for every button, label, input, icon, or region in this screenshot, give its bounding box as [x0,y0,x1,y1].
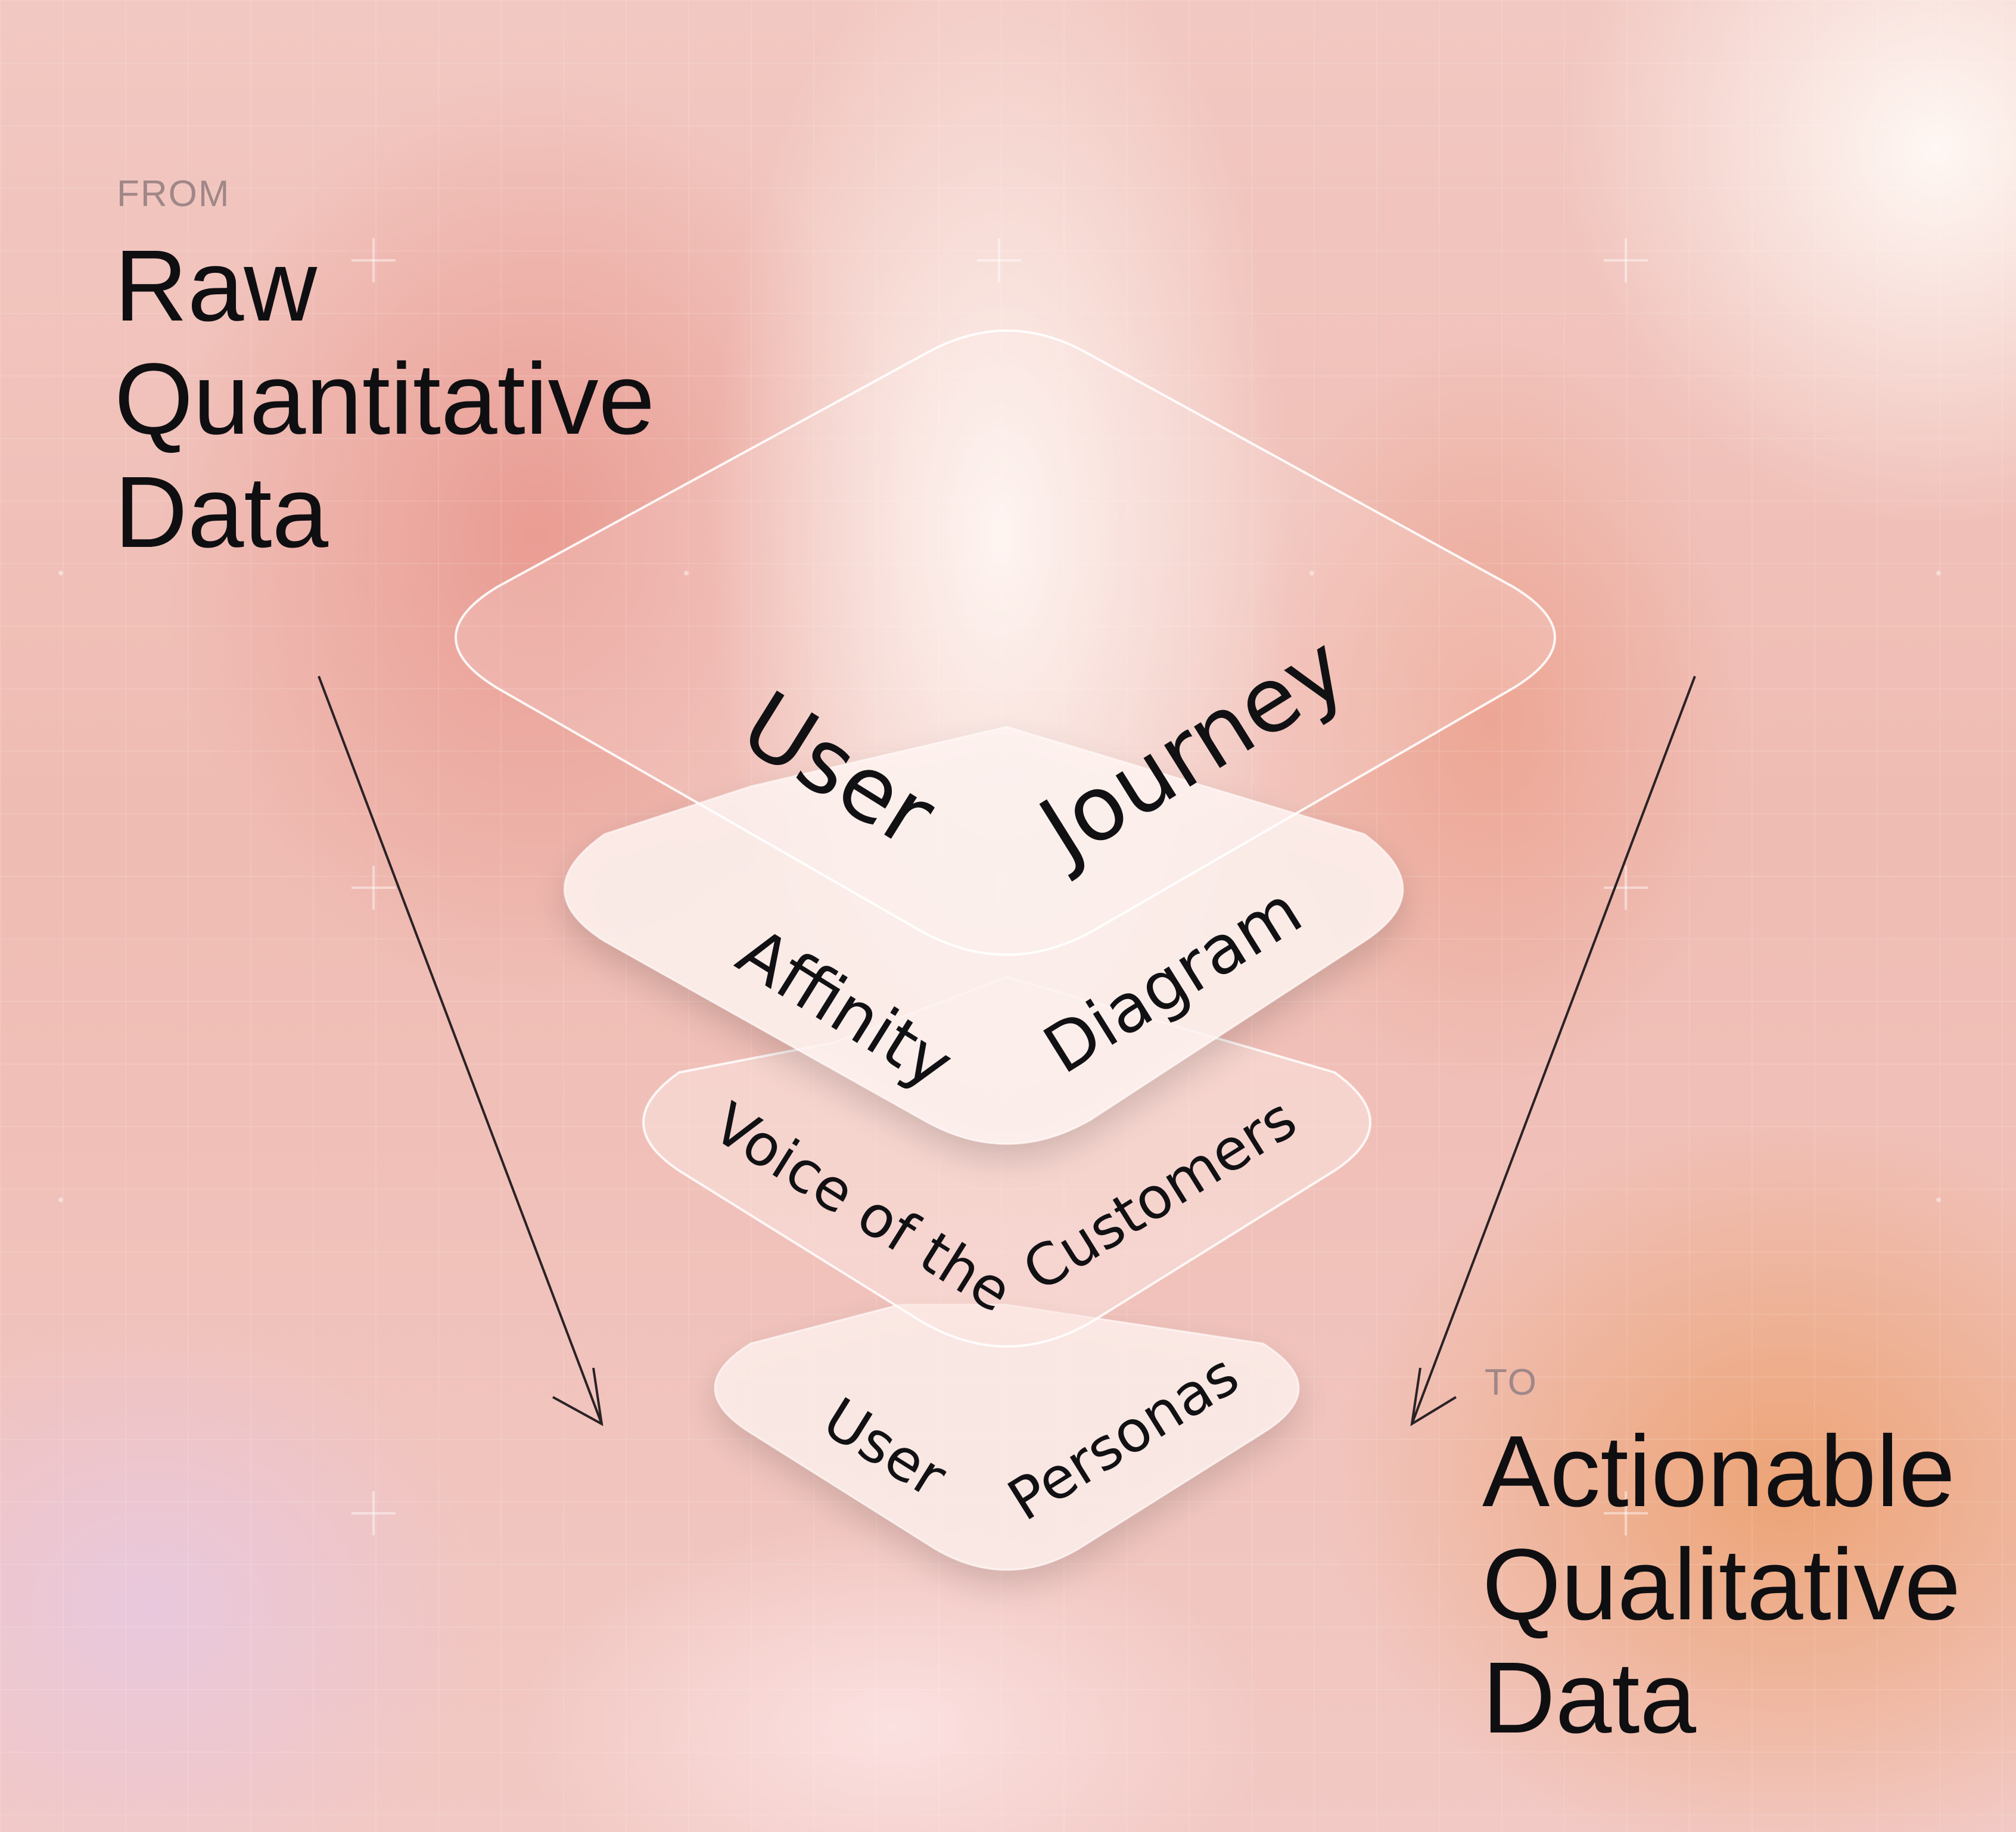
from-title-line: Data [114,456,329,569]
to-title: Actionable Qualitative Data [1482,1415,1961,1755]
layer-shape [714,1304,1300,1571]
plus-mark-icon [1604,866,1648,910]
to-label: TO [1485,1362,1538,1403]
layer-affinity-diagram: Affinity Diagram [564,726,1404,1145]
plus-mark-icon [351,238,396,282]
plus-mark-icon [977,238,1021,282]
from-title-line: Quantitative [114,343,655,456]
plus-mark-icon [1604,238,1648,282]
layer-shape [455,329,1556,956]
plus-mark-icon [351,1491,396,1535]
layer-shape [642,975,1371,1348]
left-down-arrow [318,676,603,1426]
grid-dot-icon [1936,571,1941,576]
from-label: FROM [117,173,231,214]
grid-dot-icon [684,571,689,576]
from-title: Raw Quantitative Data [114,229,655,569]
from-title-line: Raw [114,229,318,343]
grid-dot-icon [1936,1198,1941,1202]
grid-dot-icon [58,1198,63,1202]
to-title-line: Qualitative [1482,1528,1961,1641]
layer-shape [564,726,1404,1145]
right-down-arrow [1410,676,1696,1426]
layer-user-journey: User Journey [455,329,1556,956]
to-title-line: Data [1482,1641,1697,1755]
plus-mark-icon [351,866,396,910]
layer-voice-of-customers: Voice of the Customers [642,975,1371,1348]
grid-dot-icon [58,571,63,576]
grid-dot-icon [1309,571,1314,576]
to-title-line: Actionable [1482,1415,1955,1528]
plus-mark-icon [1604,1491,1648,1535]
